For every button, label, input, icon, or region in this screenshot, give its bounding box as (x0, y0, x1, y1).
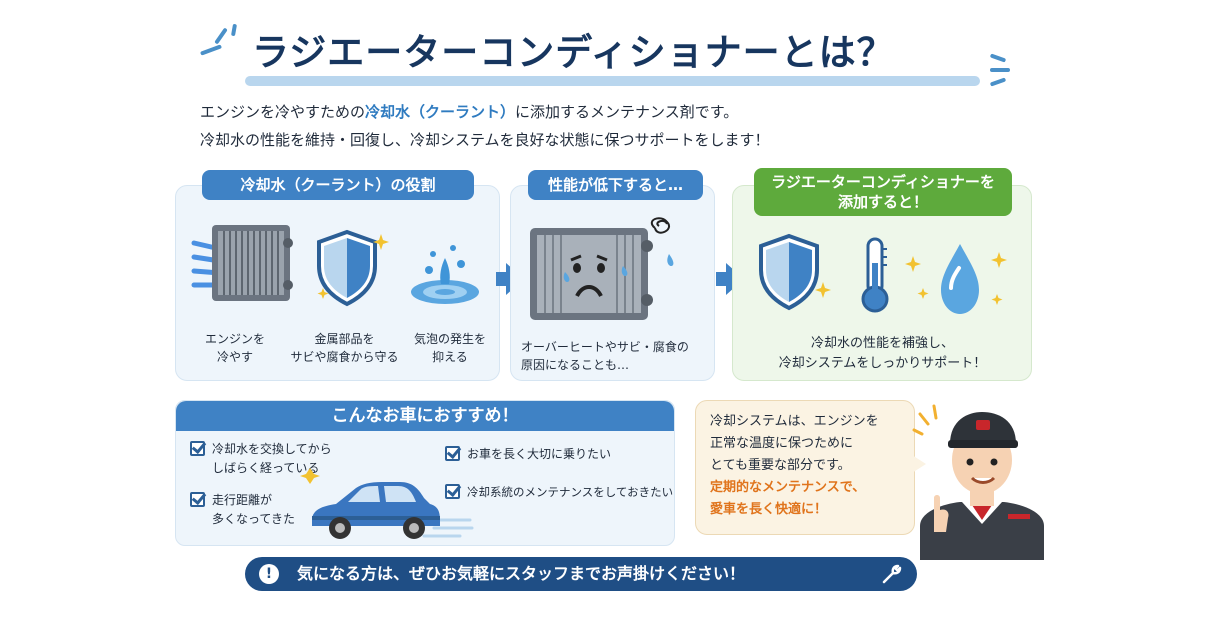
decline-caption: オーバーヒートやサビ・腐食の原因になることも… (521, 340, 689, 372)
page-title: ラジエーターコンディショナーとは？ (252, 31, 895, 74)
speech-bubble-tail (912, 455, 926, 473)
arrow-stem-1 (496, 272, 508, 286)
cta-text: 気になる方は、ぜひお気軽にスタッフまでお声掛けください！ (297, 564, 746, 583)
car-icon (300, 468, 474, 539)
title-deco-left (198, 23, 238, 60)
exclamation-icon: ! (259, 564, 279, 584)
infographic: ラジエーターコンディショナーとは？ エンジンを冷やすための冷却水（クーラント）に… (150, 0, 1056, 627)
panel-add-heading: ラジエーターコンディショナーを 添加すると！ (754, 168, 1012, 216)
check-icon (445, 446, 460, 461)
intro-highlight: 冷却水（クーラント） (365, 103, 516, 121)
check-icon (445, 484, 460, 499)
intro-text: エンジンを冷やすための冷却水（クーラント）に添加するメンテナンス剤です。 冷却水… (200, 98, 770, 154)
wrench-icon (882, 564, 902, 584)
panel-coolant-role-heading: 冷却水（クーラント）の役割 (202, 170, 474, 200)
arrow-stem-2 (716, 272, 728, 286)
recommend-item-1: 冷却水を交換してからしばらく経っている (190, 440, 332, 478)
recommend-heading: こんなお車におすすめ！ (176, 401, 674, 431)
intro-line2: 冷却水の性能を維持・回復し、冷却システムを良好な状態に保つサポートをします！ (200, 131, 770, 149)
droplet-icon (905, 244, 1007, 314)
mechanic-avatar (912, 404, 1044, 560)
recommend-item-3: お車を長く大切に乗りたい (445, 445, 611, 464)
role-caption-1: エンジンを冷やす (204, 332, 265, 364)
mechanic-speech-bubble: 冷却システムは、エンジンを 正常な温度に保つために とても重要な部分です。 定期… (695, 400, 915, 535)
role-caption-2: 金属部品をサビや腐食から守る (290, 332, 399, 364)
intro-line1-post: に添加するメンテナンス剤です。 (515, 103, 739, 121)
check-icon (190, 492, 205, 507)
shield-icon (317, 229, 389, 307)
radiator-icon (191, 225, 293, 301)
recommend-item-4: 冷却系統のメンテナンスをしておきたい (445, 483, 673, 502)
thermometer-icon (861, 237, 889, 313)
water-splash-icon (411, 245, 479, 304)
shield-icon-green-panel (759, 233, 831, 311)
sad-radiator-icon (530, 217, 674, 320)
role-caption-3: 気泡の発生を抑える (413, 332, 486, 364)
panel-decline-heading: 性能が低下すると… (528, 170, 703, 200)
recommend-item-2: 走行距離が多くなってきた (190, 491, 295, 529)
cta-banner: ! 気になる方は、ぜひお気軽にスタッフまでお声掛けください！ (245, 557, 917, 591)
title-deco-right (988, 52, 1018, 88)
title-underline (245, 76, 980, 86)
intro-line1-pre: エンジンを冷やすための (200, 103, 366, 121)
add-caption: 冷却水の性能を補強し、冷却システムをしっかりサポート！ (778, 336, 987, 371)
check-icon (190, 441, 205, 456)
